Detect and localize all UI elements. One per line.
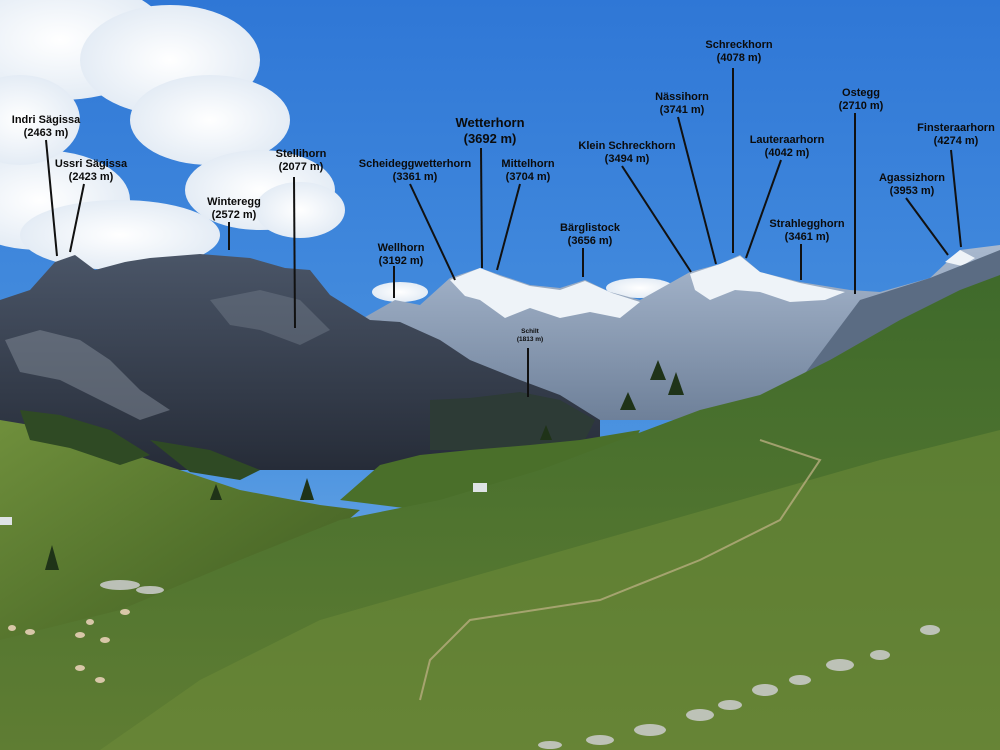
label-ostegg: Ostegg(2710 m): [838, 87, 884, 112]
label-ussri-saegissa: Ussri Sägissa(2423 m): [54, 158, 128, 183]
label-agassizhorn: Agassizhorn(3953 m): [878, 172, 946, 197]
label-mittelhorn: Mittelhorn(3704 m): [501, 158, 555, 183]
leader-lines: [45, 68, 962, 397]
label-scheideggwetterhorn: Scheideggwetterhorn(3361 m): [358, 158, 472, 183]
label-klein-schreckhorn: Klein Schreckhorn(3494 m): [578, 140, 676, 165]
label-stellihorn: Stellihorn(2077 m): [275, 148, 327, 173]
clouds: [0, 0, 674, 302]
left-meadow: [0, 420, 360, 660]
label-baerglistock: Bärglistock(3656 m): [560, 222, 620, 247]
label-schilt: Schilt(1813 m): [516, 328, 544, 343]
label-wellhorn: Wellhorn(3192 m): [377, 242, 425, 267]
schilt-hill: [430, 392, 595, 450]
label-strahlegghorn: Strahlegghorn(3461 m): [769, 218, 845, 243]
label-indri-saegissa: Indri Sägissa(2463 m): [11, 114, 81, 139]
label-schreckhorn: Schreckhorn(4078 m): [705, 39, 773, 64]
label-finsteraarhorn: Finsteraarhorn(4274 m): [917, 122, 995, 147]
label-lauteraarhorn: Lauteraarhorn(4042 m): [749, 134, 825, 159]
label-winteregg: Winteregg(2572 m): [207, 196, 261, 221]
label-wetterhorn: Wetterhorn(3692 m): [455, 115, 525, 146]
label-naessihorn: Nässihorn(3741 m): [655, 91, 709, 116]
snowfields: [450, 268, 640, 318]
